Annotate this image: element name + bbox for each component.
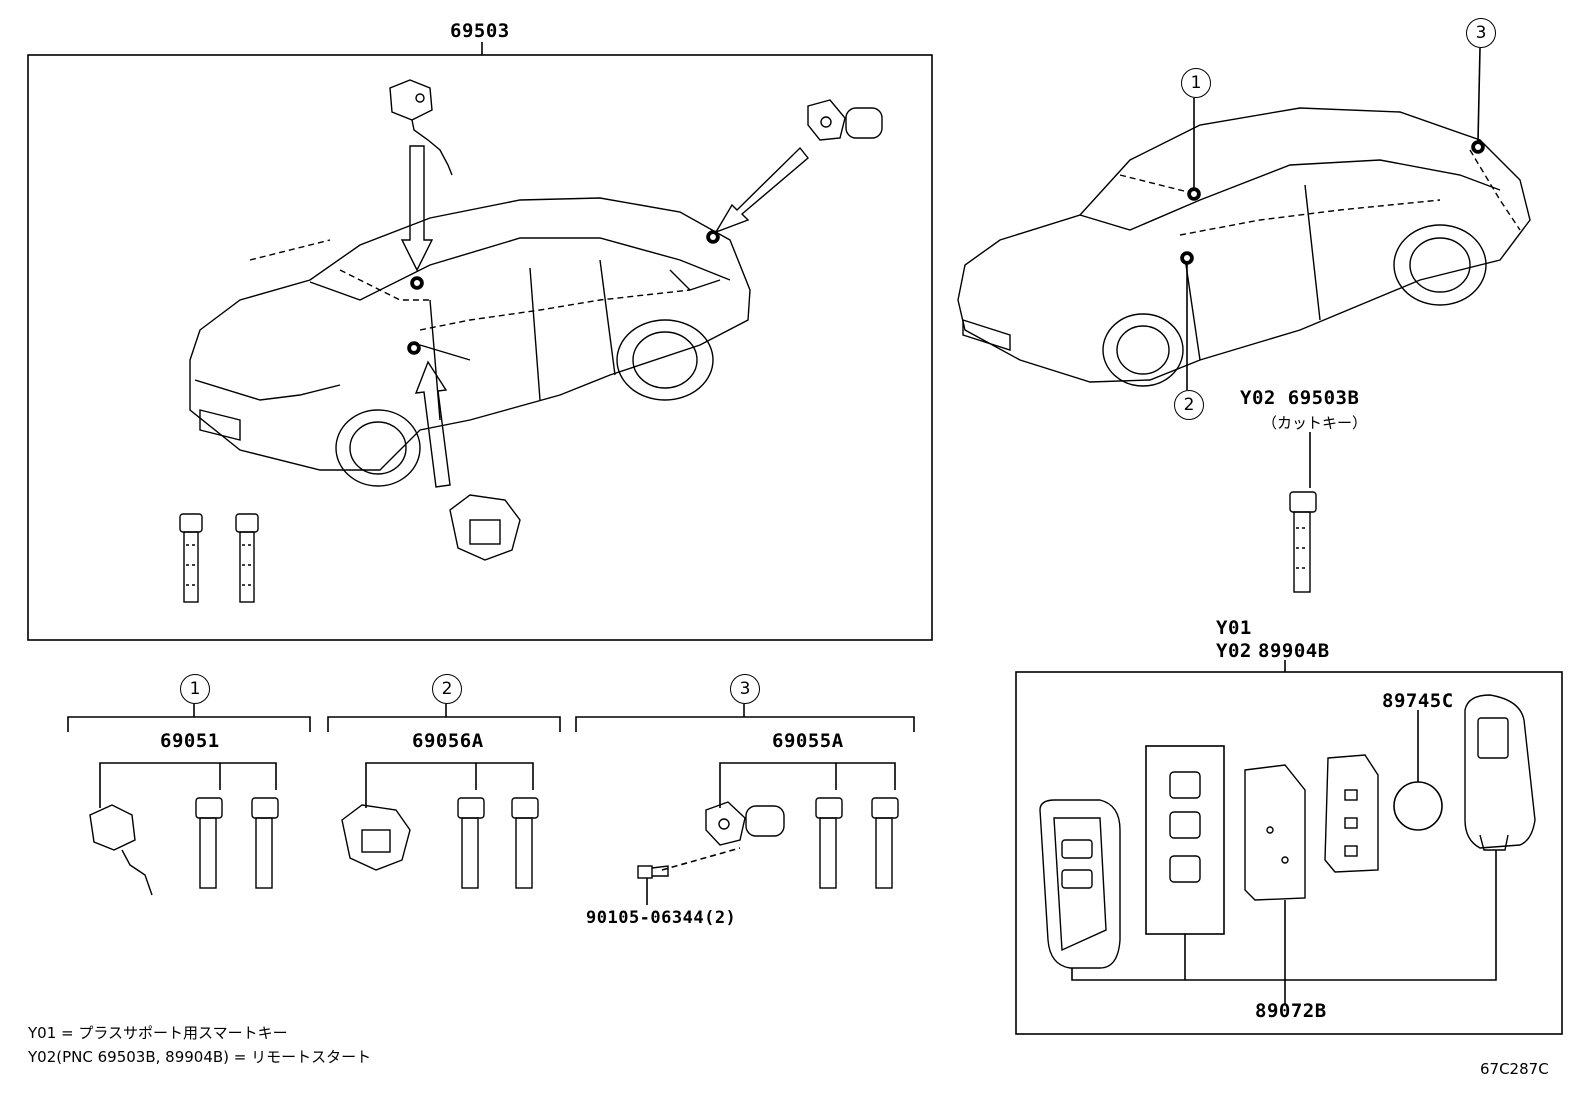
set3-key-b: [871, 797, 899, 889]
footnote-y02: Y02(PNC 69503B, 89904B) = リモートスタート: [28, 1048, 372, 1066]
diagram-id: 67C287C: [1480, 1060, 1549, 1078]
footnote-y01: Y01 = プラスサポート用スマートキー: [28, 1024, 288, 1042]
label-89745C: 89745C: [1382, 690, 1454, 712]
circuit-board: [1244, 764, 1306, 901]
label-69055A: 69055A: [772, 730, 844, 752]
button-pad-box: [1145, 745, 1225, 935]
screw: [637, 865, 669, 879]
remote-case-back: [1464, 694, 1536, 851]
circle-number-1-set: 1: [180, 674, 210, 704]
key-frame-b: [235, 513, 259, 603]
label-screw: 90105-06344(2): [586, 908, 737, 928]
cut-key: [1289, 491, 1317, 593]
circle-number-2-set: 2: [432, 674, 462, 704]
label-89072B: 89072B: [1255, 1000, 1327, 1022]
button-pads: [1169, 771, 1201, 883]
set2-ignition-cylinder: [341, 804, 411, 871]
trunk-lock-top: [807, 99, 883, 141]
set2-key-b: [511, 797, 539, 889]
label-69051: 69051: [160, 730, 220, 752]
label-89904B: 89904B: [1258, 640, 1330, 662]
label-cut-key-note: （カットキー）: [1262, 414, 1368, 432]
arrow-to-ignition: [414, 360, 451, 488]
ignition-cylinder-top: [449, 494, 521, 561]
set1-door-cylinder: [89, 804, 153, 896]
circle-number-1-right: 1: [1181, 68, 1211, 98]
set1-key-a: [195, 797, 223, 889]
arrow-to-door-lock: [400, 145, 434, 272]
coin-battery: [1393, 781, 1443, 831]
label-69056A: 69056A: [412, 730, 484, 752]
set3-key-a: [815, 797, 843, 889]
car-left: [189, 197, 751, 487]
label-cut-key-codes: Y02 69503B: [1240, 387, 1360, 409]
set2-key-a: [457, 797, 485, 889]
circle-number-2-right: 2: [1174, 390, 1204, 420]
door-lock-cylinder-top: [389, 79, 453, 176]
remote-case-front: [1039, 799, 1121, 969]
frame-69503: [27, 54, 933, 641]
set3-trunk-lock: [705, 801, 785, 846]
circle-number-3-set: 3: [730, 674, 760, 704]
label-y02: Y02: [1216, 640, 1252, 662]
label-y01: Y01: [1216, 617, 1252, 639]
battery-holder: [1324, 754, 1379, 873]
circle-number-3-right: 3: [1466, 18, 1496, 48]
car-right: [957, 107, 1531, 387]
frame-89904B: [1015, 671, 1563, 1035]
key-frame-a: [179, 513, 203, 603]
label-69503: 69503: [450, 20, 510, 42]
set1-key-b: [251, 797, 279, 889]
arrow-to-trunk: [714, 146, 809, 234]
